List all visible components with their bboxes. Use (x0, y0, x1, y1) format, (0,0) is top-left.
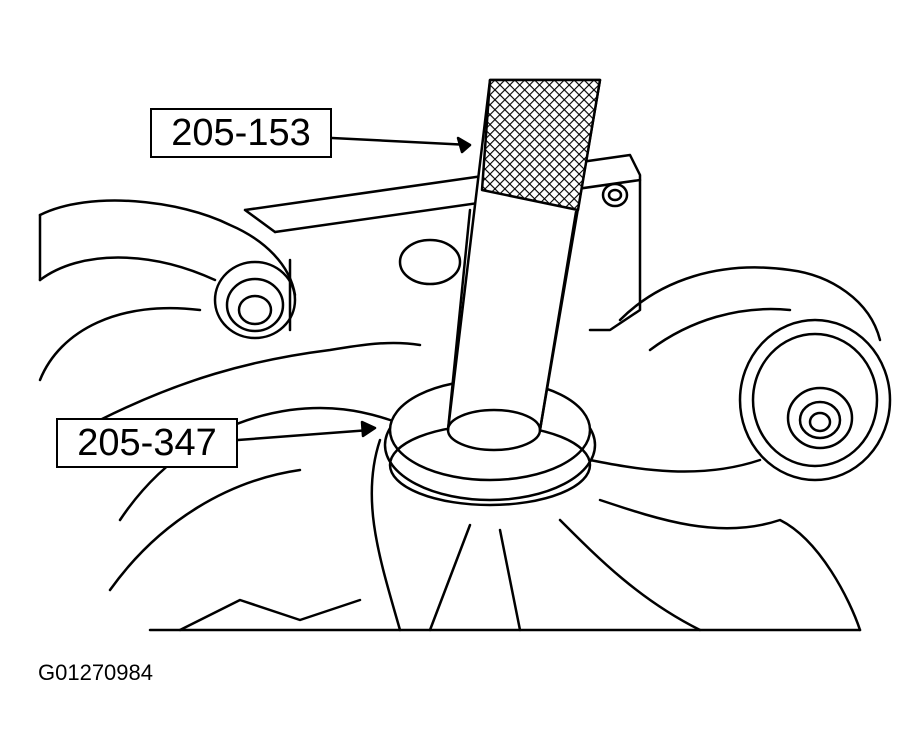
figure-id: G01270984 (38, 660, 153, 685)
callout-205-153: 205-153 (150, 108, 332, 158)
callout-205-347: 205-347 (56, 418, 238, 468)
right-arm (618, 266, 882, 342)
upper-arm (38, 199, 297, 297)
arm-bushing (213, 260, 297, 340)
callout-label: 205-153 (171, 112, 311, 154)
callout-label: 205-347 (77, 422, 217, 464)
leader-line-2 (236, 428, 372, 442)
leader-line-1 (330, 136, 472, 147)
handle-tool (446, 78, 602, 452)
right-bushing (786, 386, 854, 450)
housing-body (98, 341, 422, 422)
